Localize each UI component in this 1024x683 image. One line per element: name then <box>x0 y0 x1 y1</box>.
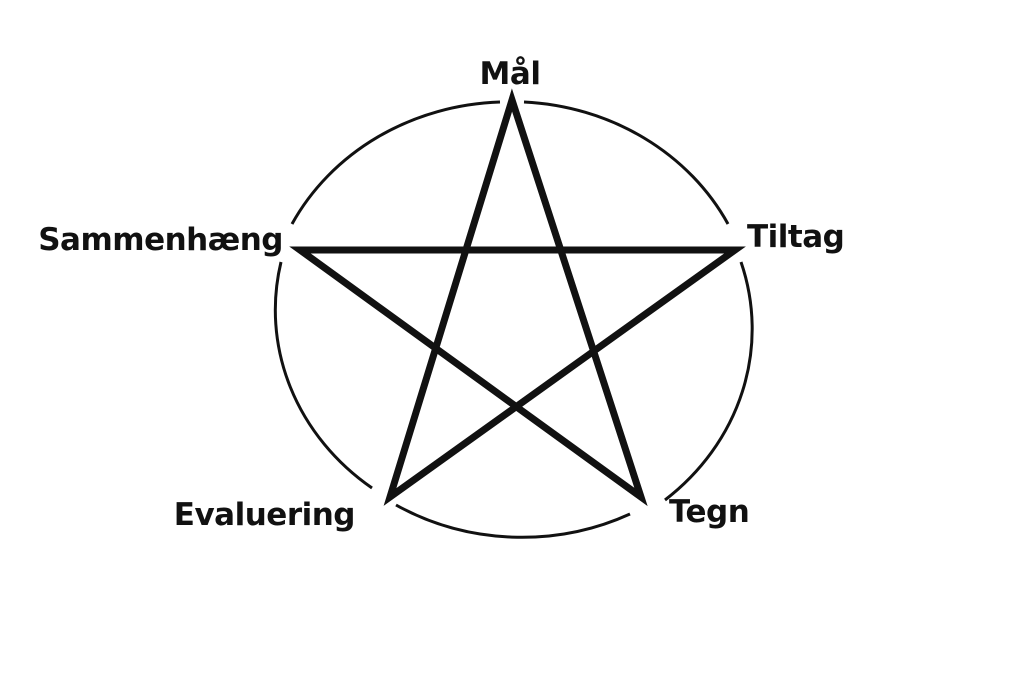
label-sammenhaeng: Sammenhæng <box>38 222 283 258</box>
label-tiltag: Tiltag <box>747 219 844 255</box>
pentagram-star <box>289 88 746 507</box>
circle-arc-right <box>664 261 754 502</box>
label-mal: Mål <box>480 56 541 92</box>
label-evaluering: Evaluering <box>174 497 355 533</box>
label-tegn: Tegn <box>669 494 749 530</box>
circle-arc-top-left <box>290 100 501 225</box>
circle-arc-left <box>273 261 373 490</box>
circle-arc-bottom <box>395 503 631 539</box>
outer-circle <box>273 100 754 539</box>
circle-arc-top-right <box>523 100 730 225</box>
